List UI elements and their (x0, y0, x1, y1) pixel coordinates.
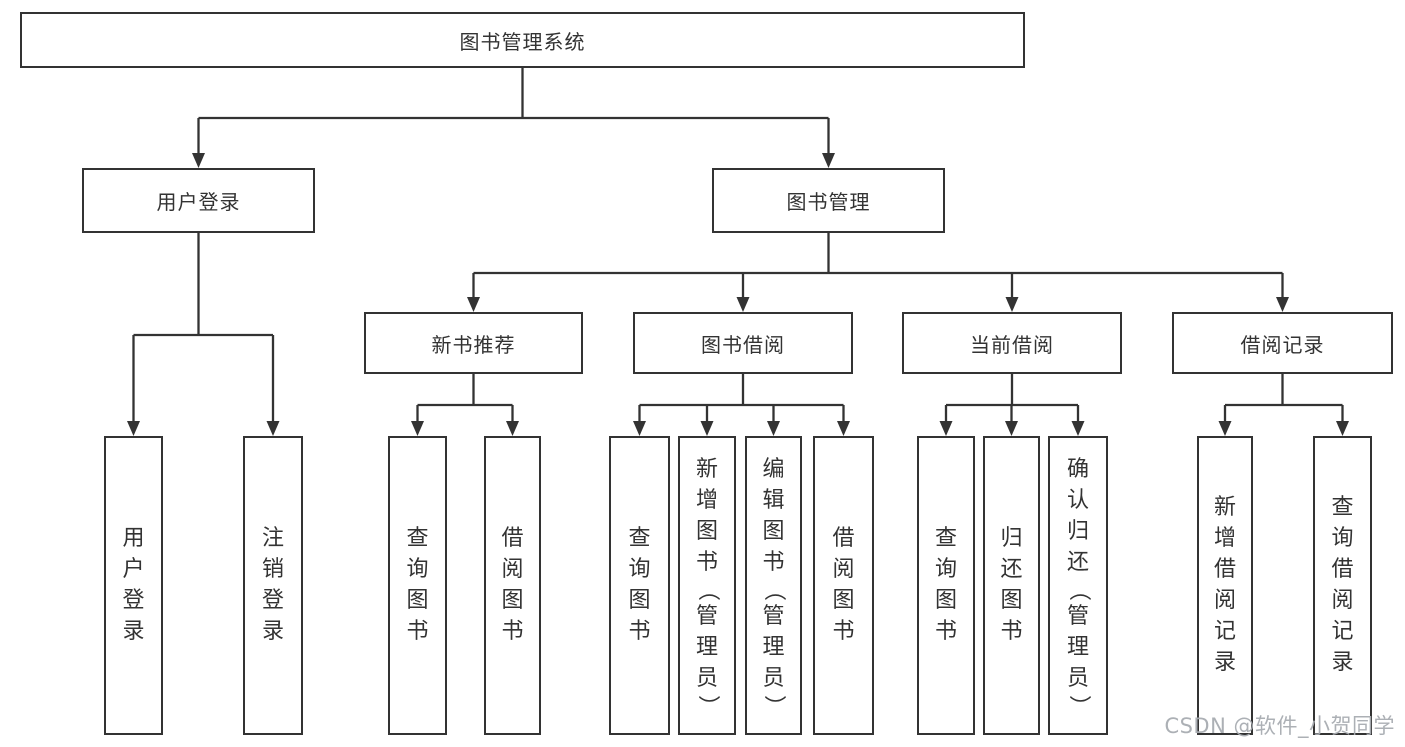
leaf-user-login: 用户登录 (104, 436, 163, 735)
node-user-login: 用户登录 (82, 168, 315, 233)
leaf-edit-books-admin: 编辑图书（管理员） (745, 436, 802, 735)
leaf-logout: 注销登录 (243, 436, 303, 735)
node-borrow-records: 借阅记录 (1172, 312, 1393, 374)
leaf-add-borrow-record: 新增借阅记录 (1197, 436, 1253, 735)
leaf-query-books-current: 查询图书 (917, 436, 975, 735)
node-new-book-recommend: 新书推荐 (364, 312, 583, 374)
leaf-query-books-recommend: 查询图书 (388, 436, 447, 735)
leaf-query-borrow-record: 查询借阅记录 (1313, 436, 1372, 735)
leaf-add-books-admin: 新增图书（管理员） (678, 436, 736, 735)
leaf-return-books: 归还图书 (983, 436, 1040, 735)
leaf-borrow-books-recommend: 借阅图书 (484, 436, 541, 735)
node-library-management-system: 图书管理系统 (20, 12, 1025, 68)
watermark-csdn: CSDN @软件_小贺同学 (1164, 714, 1395, 738)
node-book-borrow: 图书借阅 (633, 312, 853, 374)
node-current-borrow: 当前借阅 (902, 312, 1122, 374)
leaf-confirm-return-admin: 确认归还（管理员） (1048, 436, 1108, 735)
leaf-borrow-books: 借阅图书 (813, 436, 874, 735)
node-book-management: 图书管理 (712, 168, 945, 233)
leaf-query-books-borrow: 查询图书 (609, 436, 670, 735)
